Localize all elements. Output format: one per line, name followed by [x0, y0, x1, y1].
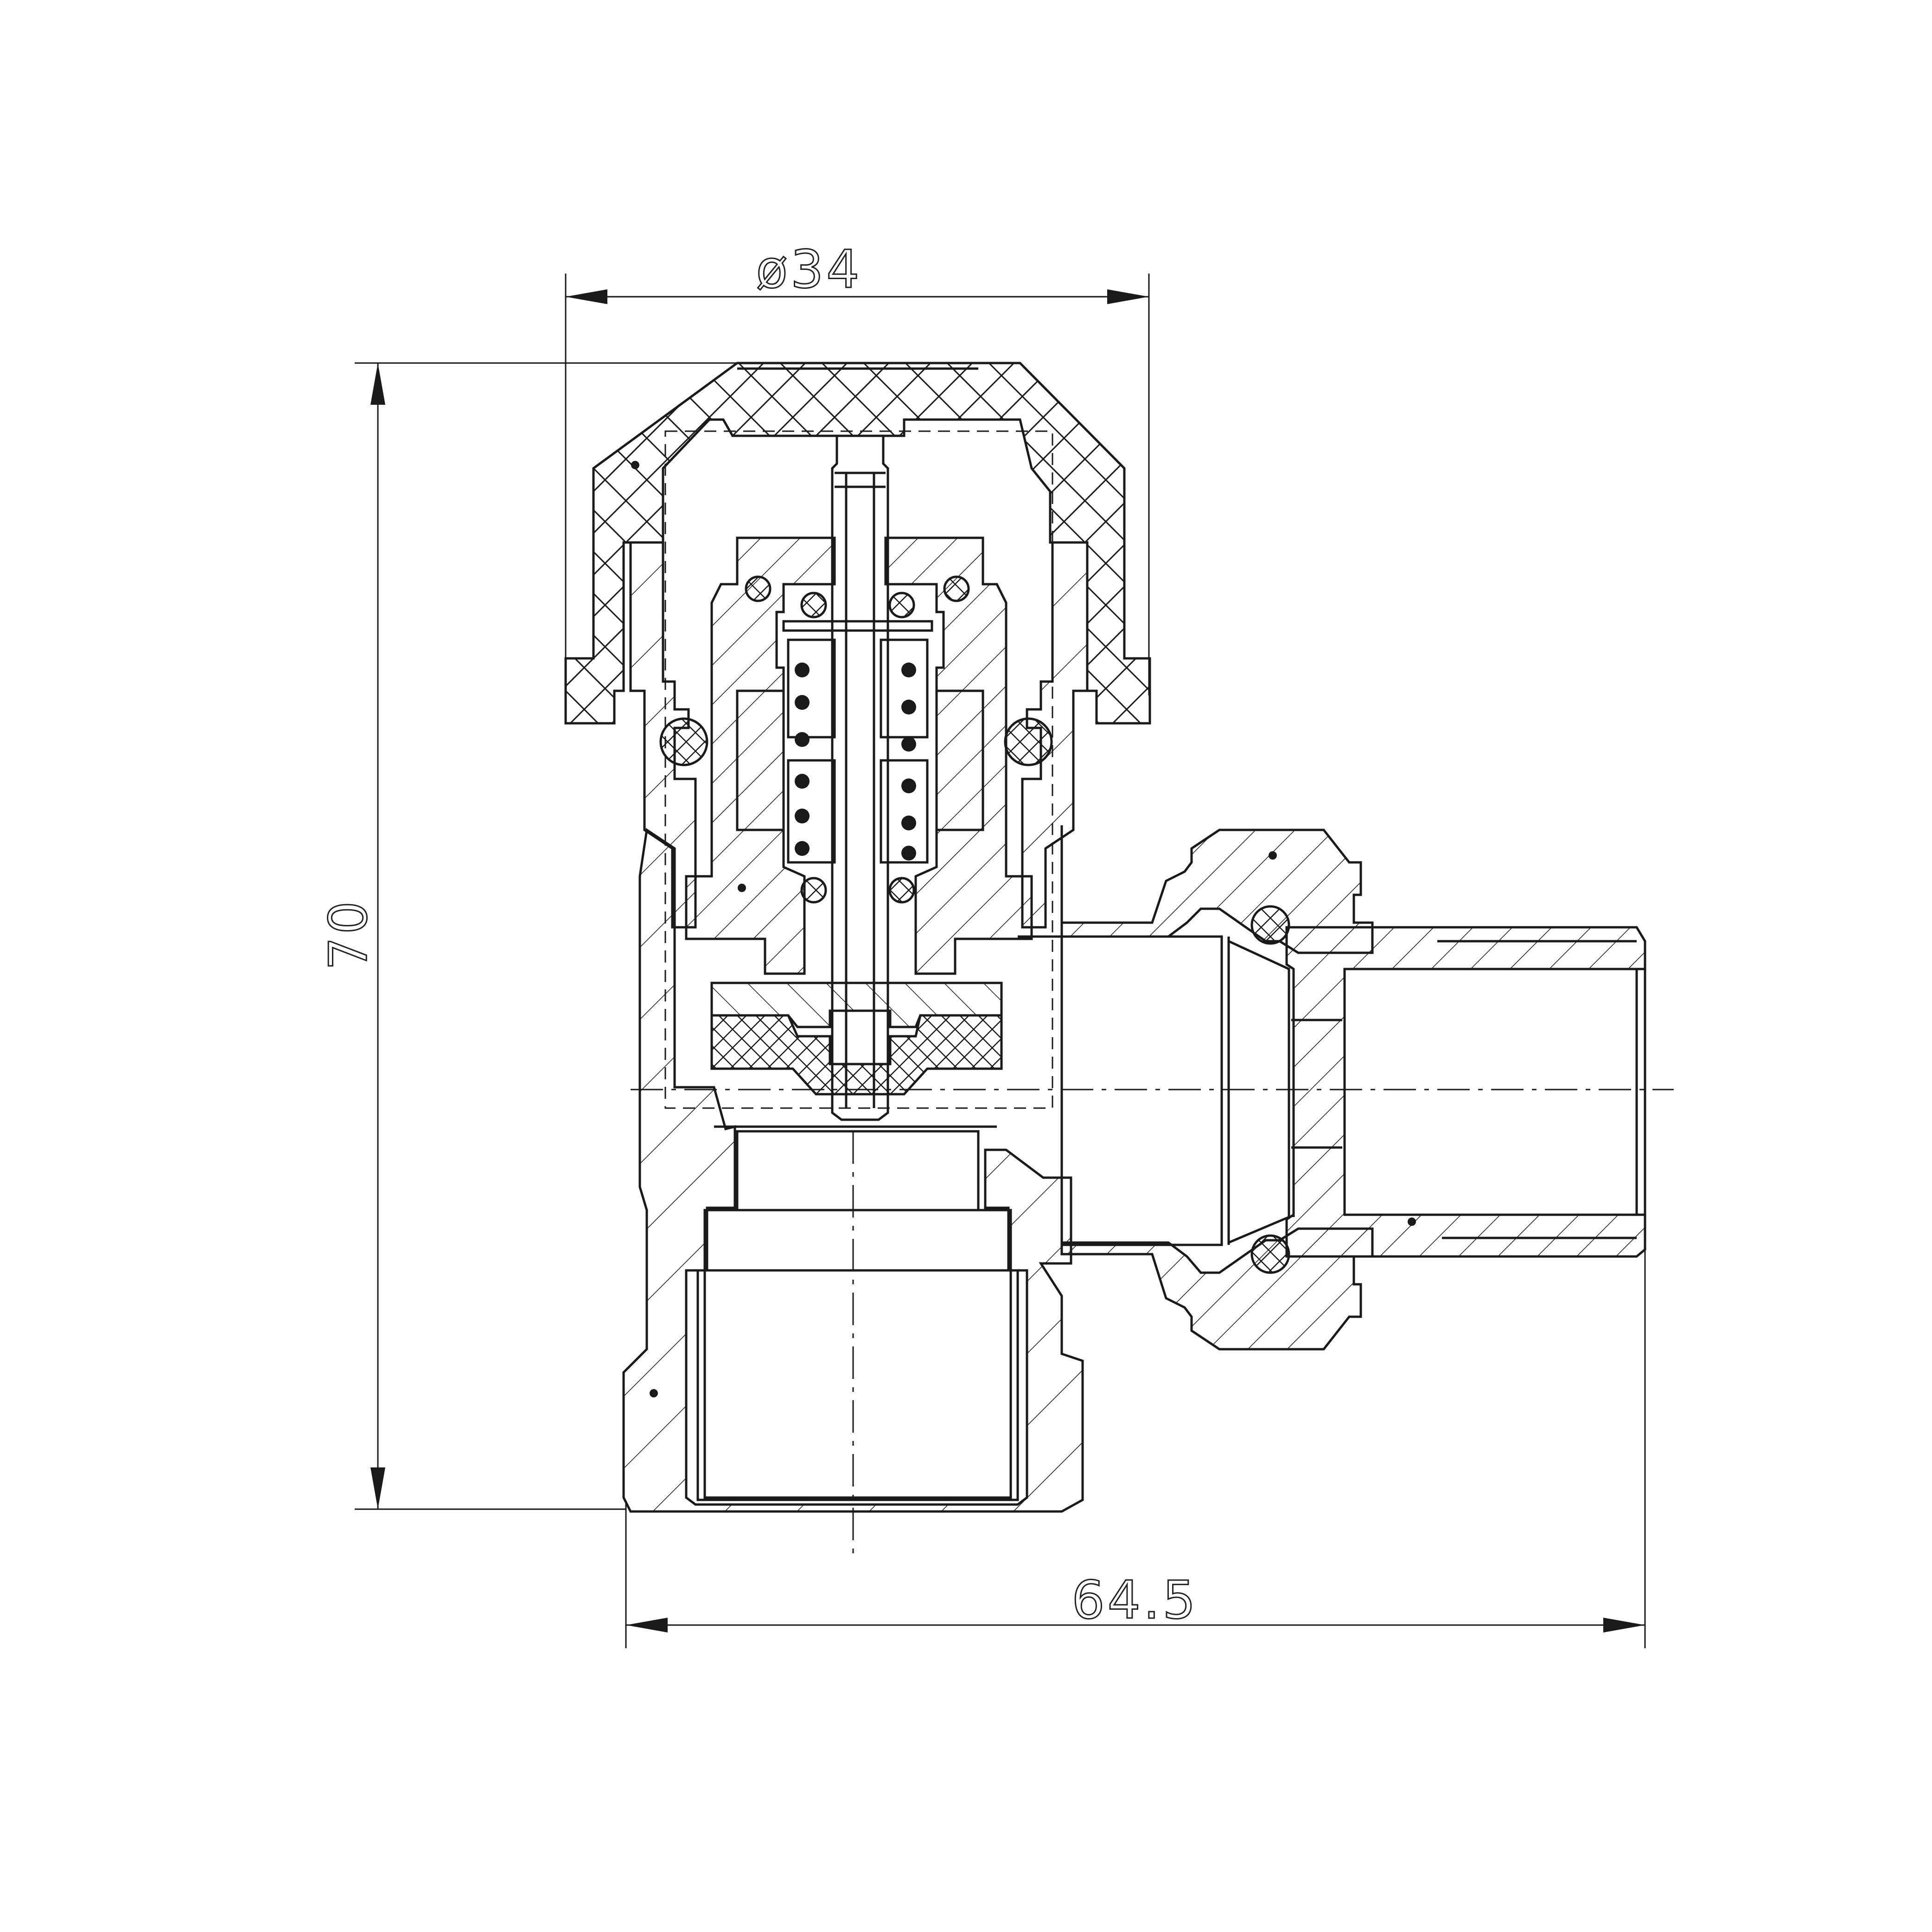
dimension-diameter-label: ø34: [756, 240, 862, 300]
valve-insert: [685, 536, 1033, 975]
valve-bonnet: [629, 541, 1089, 929]
dimension-diameter: ø34: [565, 239, 1150, 695]
valve-body: [622, 825, 1084, 1513]
dimension-width-label: 64.5: [1071, 1570, 1198, 1631]
dimension-width: 64.5: [625, 960, 1646, 1648]
dimension-height-label: 70: [319, 899, 379, 970]
valve-disc: [710, 982, 1003, 1096]
valve-stem: [831, 434, 889, 1121]
spring: [782, 620, 933, 864]
tailpiece: [1285, 926, 1646, 1258]
center-lines: [631, 1089, 1674, 1553]
dimension-height: 70: [318, 362, 737, 1510]
